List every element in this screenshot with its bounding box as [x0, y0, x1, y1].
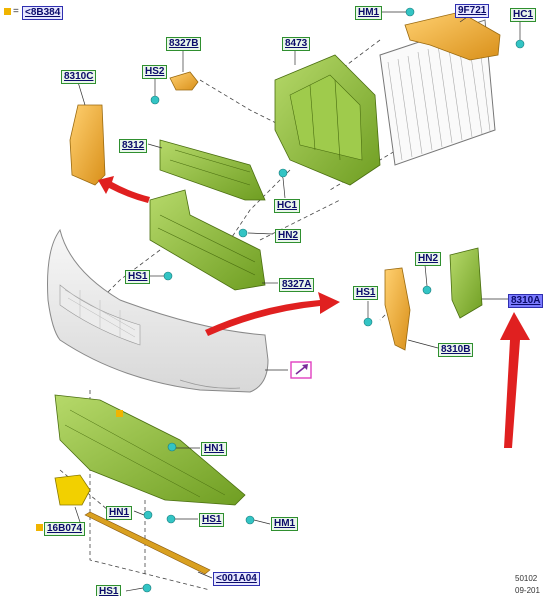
callout-hs1-mid[interactable]: HS1: [125, 270, 151, 284]
callout-hs2[interactable]: HS2: [142, 65, 168, 79]
callout-hc1-mid[interactable]: HC1: [274, 199, 301, 213]
callout-hm1-low[interactable]: HM1: [271, 517, 299, 531]
front-bumper: [47, 228, 269, 393]
footer-date: 09-201: [515, 586, 540, 595]
callout-8310b[interactable]: 8310B: [438, 343, 474, 357]
part-8312: [159, 139, 266, 201]
legend-ref-link[interactable]: <8B384: [22, 6, 64, 20]
link-icon: [290, 361, 312, 379]
callout-hn2-right[interactable]: HN2: [415, 252, 442, 266]
callout-hs1-low[interactable]: HS1: [199, 513, 225, 527]
legend-marker: [4, 8, 11, 15]
callout-hn2-mid[interactable]: HN2: [275, 229, 302, 243]
callout-001a04[interactable]: <001A04: [213, 572, 260, 586]
callout-8473[interactable]: 8473: [282, 37, 311, 51]
part-8310b: [384, 267, 411, 351]
footer-code: 50102: [515, 574, 538, 583]
callout-8312[interactable]: 8312: [119, 139, 148, 153]
part-8310a: [449, 247, 483, 319]
callout-9f721[interactable]: 9F721: [455, 4, 490, 18]
part-8473: [274, 54, 381, 186]
callout-8327a[interactable]: 8327A: [279, 278, 315, 292]
part-8310c: [69, 104, 106, 186]
legend-equals: =: [13, 6, 19, 17]
part-undertray: [54, 394, 246, 506]
callout-hs1-right[interactable]: HS1: [353, 286, 379, 300]
part-001a04: [84, 511, 211, 575]
callout-8310a[interactable]: 8310A: [508, 294, 543, 308]
callout-hn1-mid[interactable]: HN1: [201, 442, 228, 456]
part-8327b: [169, 71, 199, 91]
part-8327a: [149, 189, 266, 291]
callout-hm1-top[interactable]: HM1: [355, 6, 383, 20]
callout-16b074-marker: [36, 524, 43, 531]
callout-hc1-top[interactable]: HC1: [510, 8, 537, 22]
callout-hn1-low[interactable]: HN1: [106, 506, 133, 520]
callout-hs1-bottom[interactable]: HS1: [96, 585, 122, 596]
callout-16b074[interactable]: 16B074: [44, 522, 86, 536]
red-arrows: [98, 176, 530, 448]
callout-8327b[interactable]: 8327B: [166, 37, 202, 51]
callout-8310c[interactable]: 8310C: [61, 70, 97, 84]
part-16b074: [54, 474, 91, 506]
